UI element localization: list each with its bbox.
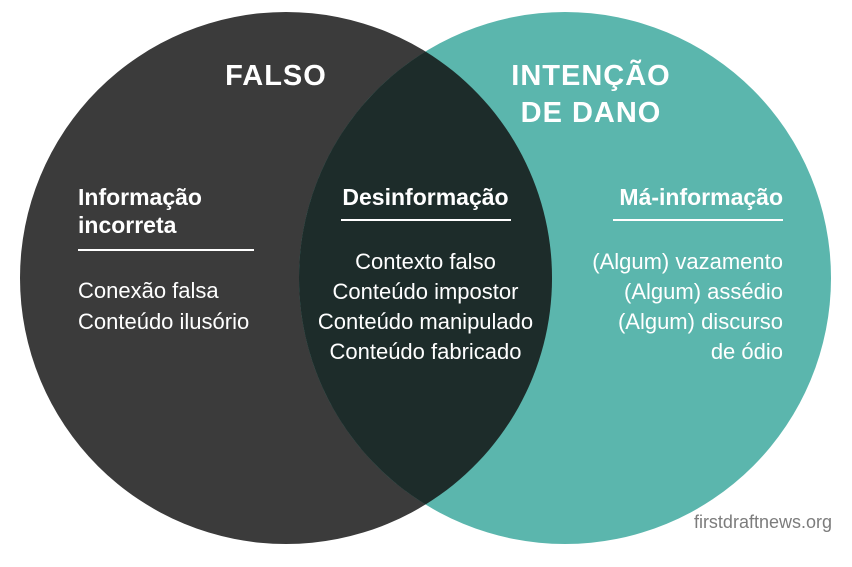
list-item: Contexto falso	[355, 249, 496, 274]
list-item: Conteúdo fabricado	[329, 339, 522, 364]
list-item: Conexão falsa	[78, 278, 219, 303]
left-circle-title: FALSO	[225, 60, 327, 92]
right-circle-title-line-2: DE DANO	[520, 97, 662, 129]
right-heading-underline	[613, 219, 783, 221]
intersection-lens	[298, 51, 553, 505]
left-heading-underline	[78, 249, 254, 251]
intersection-heading-underline	[340, 219, 511, 221]
list-item: (Algum) vazamento	[592, 249, 783, 274]
credit-text: firstdraftnews.org	[693, 512, 832, 532]
list-item: (Algum) discurso	[617, 309, 783, 334]
right-section: Má-informação (Algum) vazamento (Algum) …	[553, 183, 783, 367]
left-section-heading: Informação incorreta	[78, 184, 202, 238]
right-section-heading: Má-informação	[619, 184, 783, 210]
left-section: Informação incorreta Conexão falsa Conte…	[78, 183, 254, 337]
intersection-section-heading: Desinformação	[342, 184, 509, 210]
list-item: de ódio	[710, 339, 783, 364]
list-item: Conteúdo ilusório	[78, 309, 250, 334]
list-item: Conteúdo impostor	[332, 279, 519, 304]
intersection-section-items: Contexto falso Conteúdo impostor Conteúd…	[305, 247, 546, 367]
list-item: (Algum) assédio	[624, 279, 783, 304]
list-item: Conteúdo manipulado	[317, 309, 534, 334]
left-section-items: Conexão falsa Conteúdo ilusório	[78, 275, 254, 337]
intersection-section: Desinformação Contexto falso Conteúdo im…	[305, 183, 546, 367]
right-section-items: (Algum) vazamento (Algum) assédio (Algum…	[553, 247, 783, 367]
right-circle-title-line-1: INTENÇÃO	[511, 60, 671, 92]
right-circle-title: INTENÇÃO DE DANO	[491, 58, 691, 132]
